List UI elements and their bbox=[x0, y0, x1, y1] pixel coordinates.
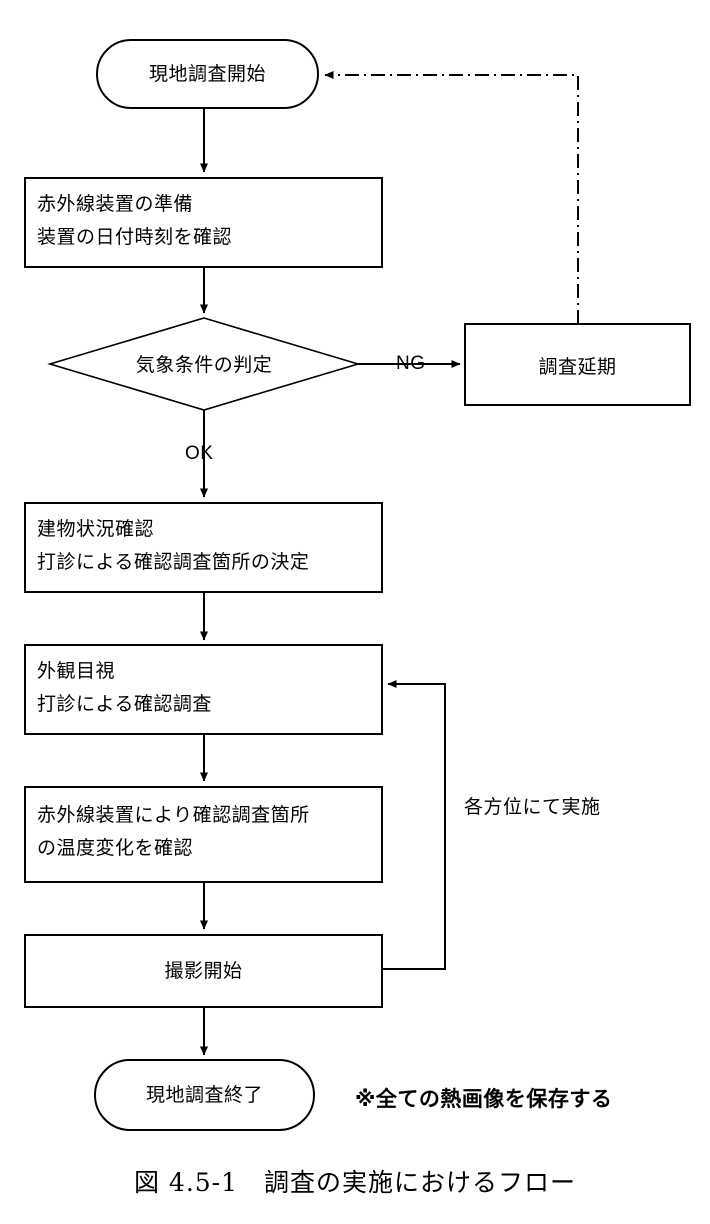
node-label-thermal-check-line1: 赤外線装置により確認調査箇所 bbox=[37, 804, 310, 826]
connector-shooting-loop-to-visual-check bbox=[382, 680, 446, 970]
edge-label-ok: OK bbox=[185, 443, 214, 464]
node-label-prepare-line2: 装置の日付時刻を確認 bbox=[37, 226, 233, 248]
node-shape-thermal-check bbox=[24, 786, 383, 883]
node-label-postpone: 調査延期 bbox=[538, 356, 617, 378]
node-label-start: 現地調査開始 bbox=[148, 63, 266, 85]
node-label-visual-check-line1: 外観目視 bbox=[37, 660, 116, 682]
node-shape-prepare bbox=[24, 177, 383, 268]
node-label-visual-check-line2: 打診による確認調査 bbox=[37, 693, 212, 715]
node-shape-building-check bbox=[24, 502, 383, 593]
edge-label-loop: 各方位にて実施 bbox=[464, 796, 601, 818]
node-label-end: 現地調査終了 bbox=[145, 1084, 263, 1106]
node-label-prepare-line1: 赤外線装置の準備 bbox=[37, 193, 194, 215]
node-shape-start bbox=[96, 39, 319, 109]
edge-label-ng: NG bbox=[396, 353, 426, 374]
figure-side-note: ※全ての熱画像を保存する bbox=[355, 1087, 613, 1111]
connector-postpone-to-start-return bbox=[324, 71, 579, 324]
node-label-building-check-line2: 打診による確認調査箇所の決定 bbox=[37, 551, 310, 573]
node-label-start-shooting: 撮影開始 bbox=[164, 960, 243, 982]
node-shape-end bbox=[94, 1059, 315, 1131]
node-label-building-check-line1: 建物状況確認 bbox=[37, 518, 155, 540]
node-label-thermal-check-line2: の温度変化を確認 bbox=[37, 837, 194, 859]
node-label-weather-decision: 気象条件の判定 bbox=[135, 354, 273, 376]
node-shape-start-shooting bbox=[24, 934, 383, 1008]
figure-caption: 図 4.5-1 調査の実施におけるフロー bbox=[133, 1168, 577, 1197]
